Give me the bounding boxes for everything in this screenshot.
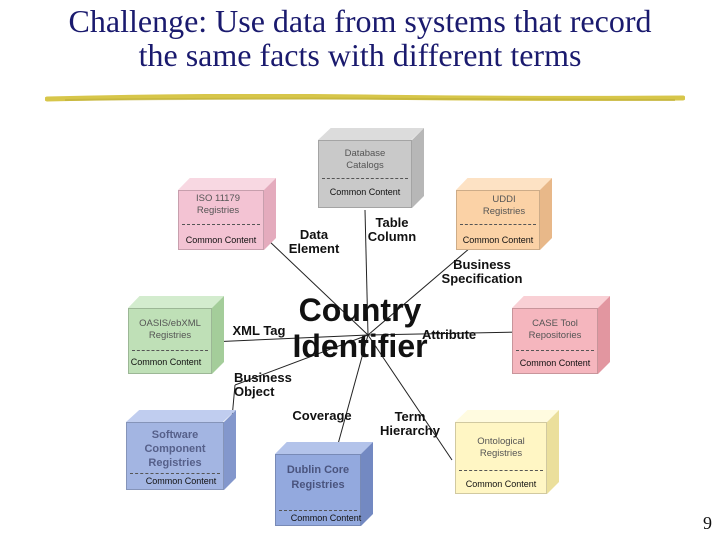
business-object-text: Business Object xyxy=(234,370,292,399)
dashed-divider xyxy=(182,224,260,225)
data-element-text: Data Element xyxy=(288,227,340,256)
box-side xyxy=(264,178,276,250)
dashed-divider xyxy=(516,350,594,351)
common-content-label: Common Content xyxy=(329,187,401,197)
ontological-registries-box: Ontological Registries Common Content xyxy=(455,410,559,494)
box-side xyxy=(547,410,559,494)
dashed-divider xyxy=(132,350,208,351)
registry-name: Database Catalogs xyxy=(344,148,386,171)
dublin-core-registries-box: Dublin Core Registries Common Content xyxy=(275,442,373,526)
common-content-label: Common Content xyxy=(465,479,537,489)
box-top xyxy=(318,128,424,140)
connector-term-hierarchy xyxy=(367,334,453,461)
box-front xyxy=(275,454,361,526)
registry-name: CASE Tool Repositories xyxy=(528,318,582,341)
common-content-label: Common Content xyxy=(462,235,534,245)
slide-title: Challenge: Use data from systems that re… xyxy=(0,4,720,72)
xml-tag-label: XML Tag xyxy=(232,323,286,338)
box-front xyxy=(512,308,598,374)
uddi-registries-box: UDDI Registries Common Content xyxy=(456,178,552,250)
box-front xyxy=(128,308,212,374)
registry-name: Dublin Core Registries xyxy=(286,464,350,491)
common-content-label: Common Content xyxy=(519,358,591,368)
box-side xyxy=(224,410,236,490)
business-specification-text: Business Specification xyxy=(441,257,523,286)
box-side xyxy=(598,296,610,374)
attribute-label: Attribute xyxy=(422,327,477,342)
box-top xyxy=(455,410,559,422)
box-front xyxy=(455,422,547,494)
table-column-label: Table Column xyxy=(356,216,428,244)
common-content-label: Common Content xyxy=(130,357,202,367)
title-line-2: the same facts with different terms xyxy=(138,37,582,73)
box-side xyxy=(212,296,224,374)
title-underline xyxy=(45,94,685,102)
box-top xyxy=(456,178,552,190)
coverage-label: Coverage xyxy=(292,408,352,423)
center-concept: Country Identifier xyxy=(290,292,430,364)
box-side xyxy=(540,178,552,250)
dashed-divider xyxy=(279,510,357,511)
registry-name: Software Component Registries xyxy=(144,429,206,469)
registry-name: Ontological Registries xyxy=(477,436,525,459)
center-concept-line-2: Identifier xyxy=(292,328,428,364)
common-content-label: Common Content xyxy=(290,513,362,523)
center-concept-line-1: Country xyxy=(298,292,422,328)
connector-coverage xyxy=(334,334,369,456)
dashed-divider xyxy=(460,224,536,225)
iso-11179-registries-box: ISO 11179 Registries Common Content xyxy=(178,178,276,250)
connector-data-element xyxy=(267,239,369,336)
business-object-label: Business Object xyxy=(234,371,304,399)
common-content-label: Common Content xyxy=(185,235,257,245)
box-front xyxy=(178,190,264,250)
registry-name: ISO 11179 Registries xyxy=(195,193,240,216)
oasis-ebxml-registries-box: OASIS/ebXML Registries Common Content xyxy=(128,296,224,374)
software-component-registries-box: Software Component Registries Common Con… xyxy=(126,410,236,490)
box-top xyxy=(128,296,224,308)
connector-table-column xyxy=(364,209,369,336)
page-number: 9 xyxy=(703,513,712,533)
box-front xyxy=(318,140,412,208)
case-tool-repositories-box: CASE Tool Repositories Common Content xyxy=(512,296,610,374)
term-hierarchy-text: Term Hierarchy xyxy=(380,409,440,438)
registry-name: UDDI Registries xyxy=(482,194,526,217)
term-hierarchy-label: Term Hierarchy xyxy=(372,410,448,438)
title-line-1: Challenge: Use data from systems that re… xyxy=(68,3,652,39)
box-top xyxy=(126,410,236,422)
data-element-label: Data Element xyxy=(272,228,356,256)
box-top xyxy=(512,296,610,308)
database-catalogs-box: Database Catalogs Common Content xyxy=(318,128,424,208)
box-front xyxy=(126,422,224,490)
connector-business-spec xyxy=(367,247,471,336)
dashed-divider xyxy=(130,473,220,474)
box-front xyxy=(456,190,540,250)
table-column-text: Table Column xyxy=(367,215,417,244)
dashed-divider xyxy=(459,470,543,471)
connector-xml-tag xyxy=(209,334,369,343)
box-top xyxy=(275,442,373,454)
business-specification-label: Business Specification xyxy=(432,258,532,286)
box-side xyxy=(412,128,424,208)
box-side xyxy=(361,442,373,526)
box-top xyxy=(178,178,276,190)
connector-business-object xyxy=(234,334,369,386)
common-content-label: Common Content xyxy=(145,476,217,486)
registry-name: OASIS/ebXML Registries xyxy=(139,318,201,341)
dashed-divider xyxy=(322,178,408,179)
connector-attribute xyxy=(367,331,523,336)
